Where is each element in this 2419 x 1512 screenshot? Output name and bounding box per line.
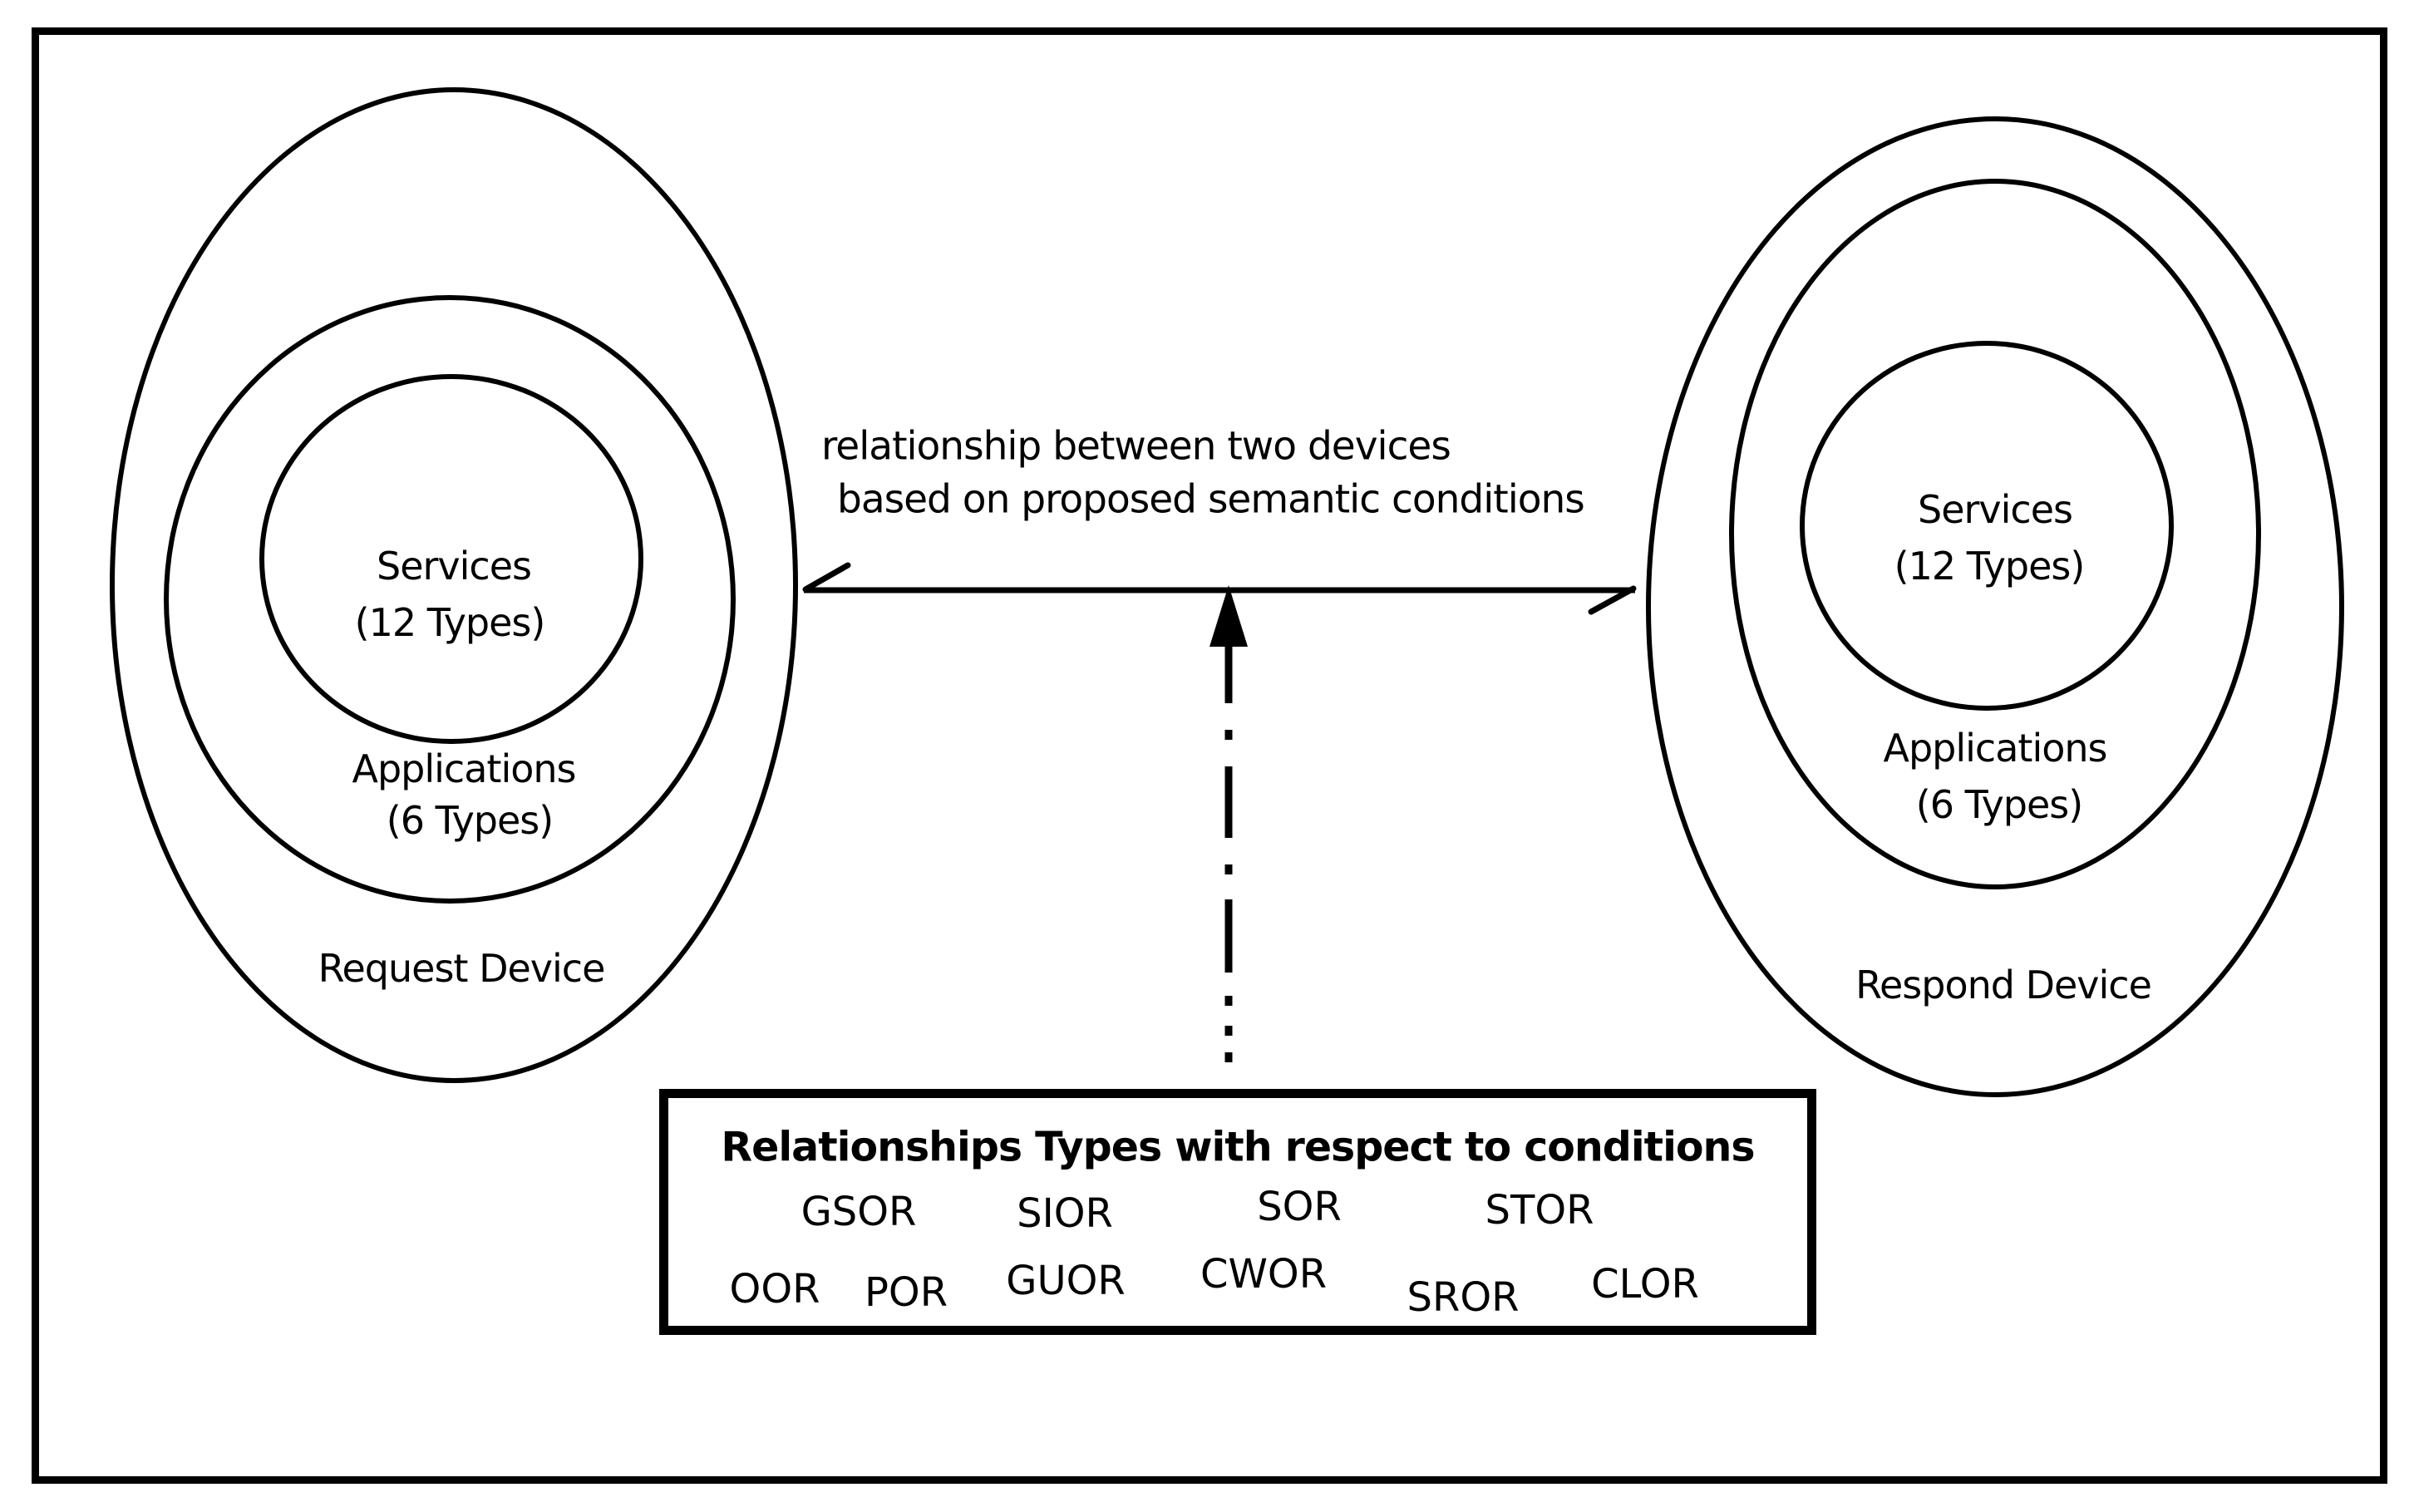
respond-device-applications-ellipse [1729,179,2261,889]
request-applications-label-line1: Applications [352,746,577,791]
respond-device-services-ellipse [1800,341,2174,711]
request-services-label-line2: (12 Types) [354,600,546,645]
request-device-label: Request Device [318,946,606,991]
respond-services-label-line2: (12 Types) [1894,544,2086,589]
relationship-type-gsor: GSOR [801,1189,917,1235]
relation-annotation-line2: based on proposed semantic conditions [837,476,1585,523]
request-device-services-ellipse [259,374,643,744]
relationship-type-stor: STOR [1485,1187,1594,1234]
request-applications-label-line2: (6 Types) [386,798,554,843]
relationship-type-sror: SROR [1407,1274,1520,1321]
relationship-type-cwor: CWOR [1200,1251,1328,1298]
relationship-type-sor: SOR [1257,1184,1342,1230]
request-services-label-line1: Services [377,544,532,589]
outer-frame [32,27,2387,1484]
relationships-box-title: Relationships Types with respect to cond… [721,1123,1755,1171]
relationship-type-oor: OOR [729,1266,820,1313]
relationships-box [659,1089,1816,1335]
relationship-type-sior: SIOR [1017,1190,1113,1237]
respond-device-outer-ellipse [1646,116,2344,1097]
relationship-type-guor: GUOR [1006,1258,1126,1304]
respond-services-label-line1: Services [1918,487,2073,532]
relation-annotation-line1: relationship between two devices [821,423,1451,470]
request-device-outer-ellipse [110,87,798,1083]
relationship-type-por: POR [864,1269,948,1316]
respond-device-label: Respond Device [1855,963,2152,1007]
request-device-applications-ellipse [164,295,736,904]
respond-applications-label-line1: Applications [1883,726,2108,771]
respond-applications-label-line2: (6 Types) [1915,782,2083,827]
relationship-type-clor: CLOR [1591,1261,1699,1308]
